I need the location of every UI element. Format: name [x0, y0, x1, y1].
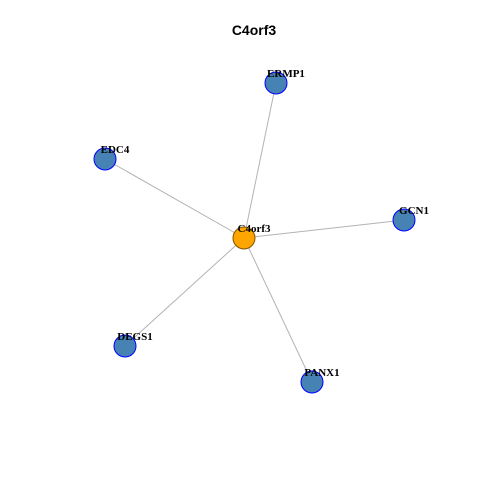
node-edc4: EDC4	[93, 144, 130, 171]
node-label: EDC4	[101, 144, 130, 156]
node-circle	[264, 71, 288, 95]
edge-c4orf3-edc4	[104, 158, 245, 239]
node-gcn1: GCN1	[392, 205, 429, 232]
node-label: C4orf3	[238, 223, 271, 235]
node-c4orf3: C4orf3	[232, 223, 271, 250]
node-ermp1: ERMP1	[264, 68, 305, 95]
node-circle	[113, 334, 137, 358]
node-circle	[232, 226, 256, 250]
node-label: GCN1	[399, 205, 429, 217]
node-circle	[300, 370, 324, 394]
node-panx1: PANX1	[300, 367, 340, 394]
node-label: PANX1	[304, 367, 339, 379]
edge-c4orf3-gcn1	[243, 219, 405, 239]
node-degs1: DEGS1	[113, 331, 153, 358]
node-circle	[392, 208, 416, 232]
edges-layer	[104, 82, 405, 383]
graph-title: C4orf3	[232, 22, 277, 38]
edge-c4orf3-panx1	[243, 237, 313, 383]
node-circle	[93, 147, 117, 171]
edge-c4orf3-degs1	[124, 237, 245, 347]
node-label: DEGS1	[117, 331, 152, 343]
node-label: ERMP1	[267, 68, 305, 80]
edge-c4orf3-ermp1	[243, 82, 277, 239]
